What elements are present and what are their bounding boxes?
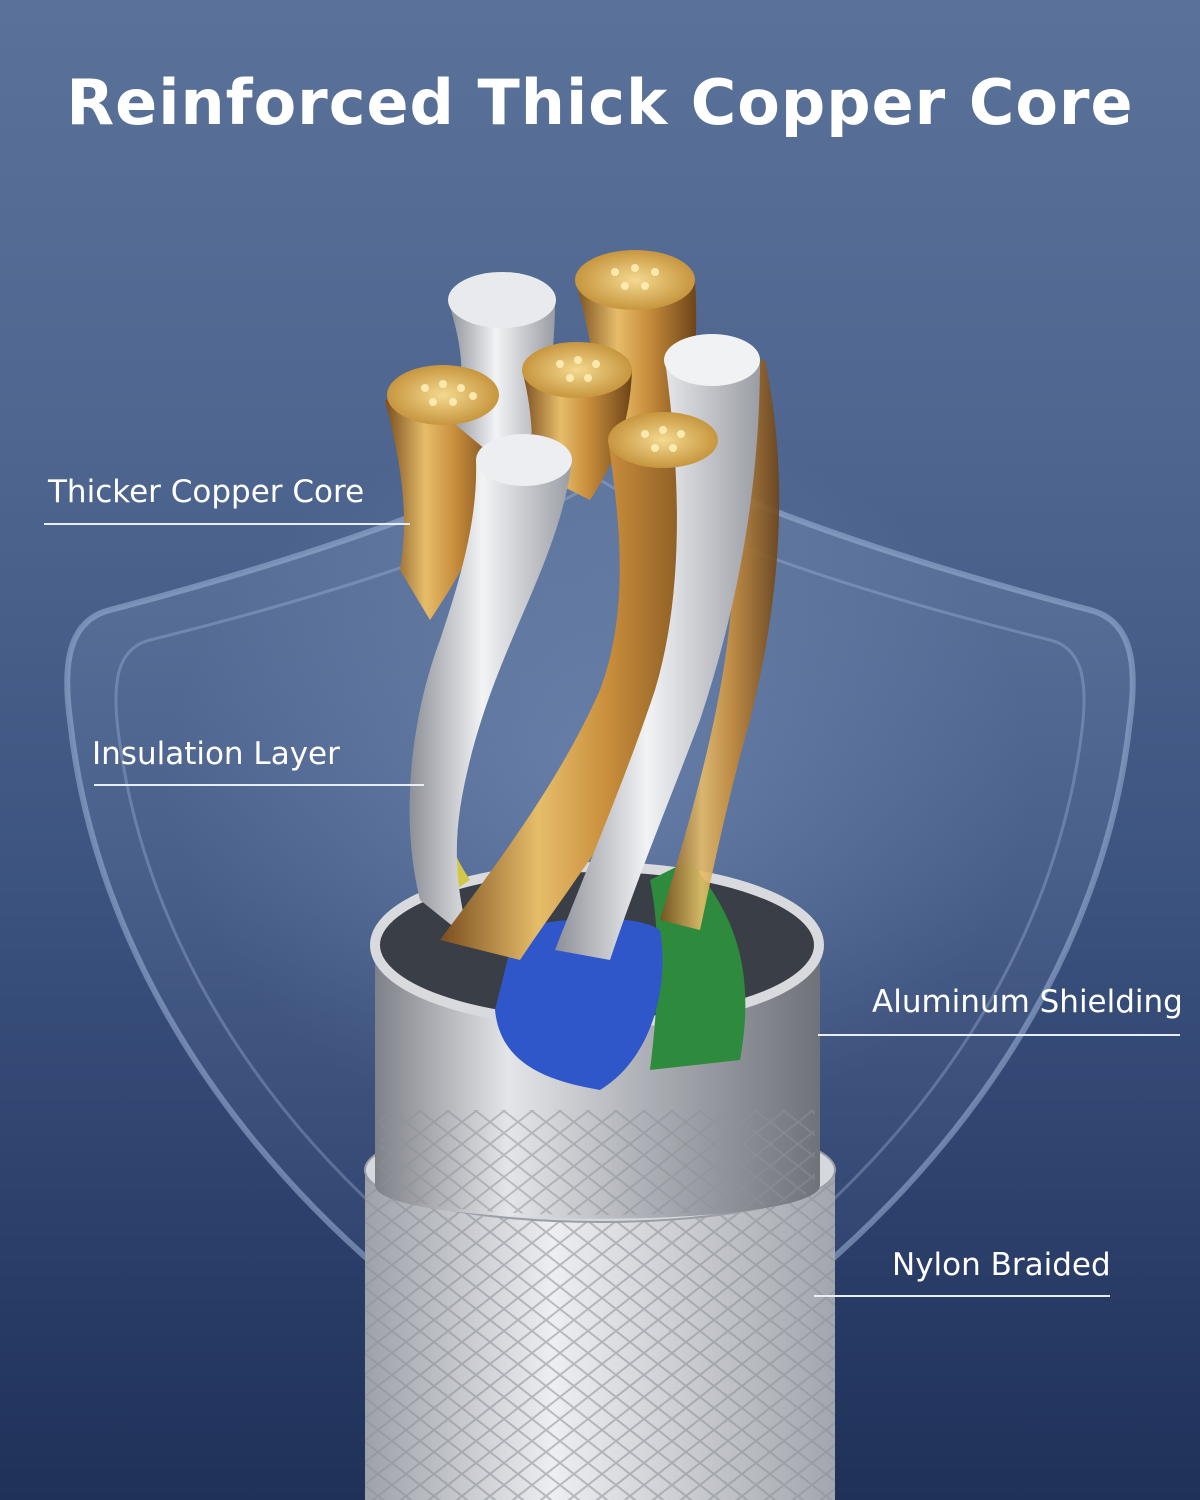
blue-wire xyxy=(495,918,663,1090)
leader-line-aluminum xyxy=(818,1034,1180,1036)
label-aluminum-shielding: Aluminum Shielding xyxy=(872,984,1183,1020)
label-thicker-copper-core: Thicker Copper Core xyxy=(48,474,365,510)
label-insulation-layer: Insulation Layer xyxy=(92,736,340,772)
leader-line-nylon xyxy=(814,1295,1110,1297)
copper-strand-left xyxy=(385,400,501,620)
insulated-wire-back xyxy=(448,300,555,470)
leader-line-insulation xyxy=(94,784,424,786)
label-nylon-braided: Nylon Braided xyxy=(892,1247,1111,1283)
page-title: Reinforced Thick Copper Core xyxy=(66,66,1134,139)
leader-line-copper-core xyxy=(44,523,410,525)
